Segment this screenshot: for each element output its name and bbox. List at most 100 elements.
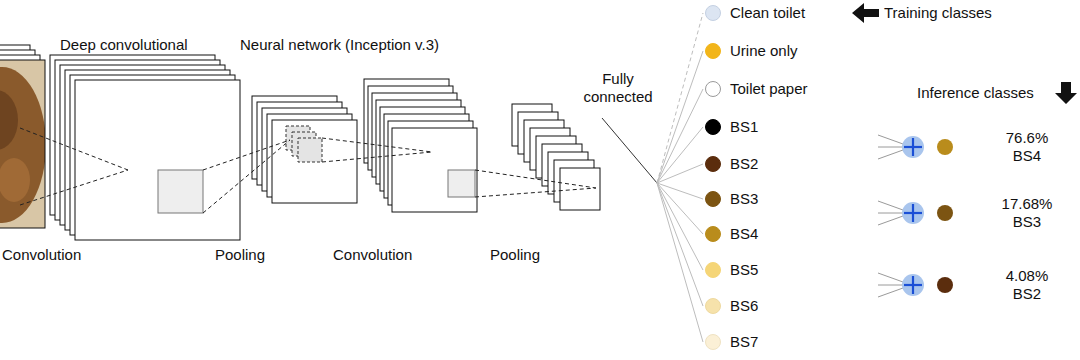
dot <box>706 44 721 59</box>
caption-label: Fully connected <box>578 70 658 106</box>
down-arrow <box>1055 82 1077 104</box>
class-dot <box>704 4 722 22</box>
dot <box>706 6 721 21</box>
inference-result: 4.08% BS2 <box>901 267 1059 303</box>
class-dot <box>704 42 722 60</box>
photo-frame <box>0 60 45 228</box>
class-item: Toilet paper <box>704 80 808 98</box>
input-line <box>878 135 903 144</box>
sum-circle <box>902 136 924 158</box>
projection-line <box>203 140 290 213</box>
layer-sheet <box>75 80 240 240</box>
dot <box>706 157 721 172</box>
probability-text: 17.68% BS3 <box>995 195 1059 231</box>
output-line <box>657 51 703 183</box>
class-dot <box>704 225 722 243</box>
input-line <box>878 201 903 210</box>
class-name: BS7 <box>730 333 758 351</box>
pooling-window <box>158 170 203 213</box>
class-item: BS5 <box>704 261 758 279</box>
layer-sheet <box>392 128 477 212</box>
stool-shape <box>0 67 45 223</box>
class-item: BS6 <box>704 297 758 315</box>
input-line <box>878 285 903 286</box>
class-dot <box>704 80 722 98</box>
caption-label: Deep convolutional <box>60 36 188 54</box>
projection-line <box>322 152 432 162</box>
dot <box>706 335 721 350</box>
pooling-window <box>448 170 475 197</box>
feature-map-stack <box>252 96 357 203</box>
projection-line <box>20 170 128 205</box>
class-dot <box>704 118 722 136</box>
input-line <box>878 273 903 282</box>
class-item: BS3 <box>704 190 758 208</box>
caption-label: Pooling <box>490 246 540 264</box>
inference-symbol <box>901 201 957 225</box>
plus-stroke <box>904 146 922 148</box>
class-name: Urine only <box>730 42 798 60</box>
output-line <box>657 183 703 306</box>
class-name: Clean toilet <box>730 4 805 22</box>
caption-label: Inference classes <box>917 84 1034 102</box>
dot <box>706 82 721 97</box>
plus-stroke <box>904 212 922 214</box>
class-name: BS6 <box>730 297 758 315</box>
kernels <box>158 126 475 213</box>
convolution-kernel <box>298 138 322 162</box>
fan-lines <box>657 13 903 342</box>
dot <box>706 299 721 314</box>
stool-highlight <box>0 158 30 202</box>
class-dot <box>704 190 722 208</box>
caption-label: Training classes <box>884 4 992 22</box>
class-name: BS4 <box>730 225 758 243</box>
class-name: BS5 <box>730 261 758 279</box>
class-item: Clean toilet <box>704 4 805 22</box>
caption-label: Neural network (Inception v.3) <box>240 36 439 54</box>
output-line <box>657 127 703 183</box>
output-line <box>657 183 703 270</box>
inference-result: 17.68% BS3 <box>901 195 1059 231</box>
input-line <box>878 216 903 225</box>
class-name: BS2 <box>730 155 758 173</box>
feature-map-stack <box>50 55 240 240</box>
dot <box>706 192 721 207</box>
dot <box>706 263 721 278</box>
class-item: BS4 <box>704 225 758 243</box>
fully-connected-pointer <box>602 118 657 183</box>
caption-label: Pooling <box>215 246 265 264</box>
output-line <box>657 164 703 183</box>
photo-background <box>0 60 45 228</box>
class-name: BS3 <box>730 190 758 208</box>
dot <box>706 120 721 135</box>
class-dot <box>704 261 722 279</box>
plus-stroke <box>904 284 922 286</box>
projection-line <box>475 188 596 197</box>
class-dot <box>937 139 953 155</box>
projection-line <box>203 140 290 170</box>
sum-circle <box>902 202 924 224</box>
class-item: BS1 <box>704 118 758 136</box>
inference-symbol <box>901 135 957 159</box>
sum-circle <box>902 274 924 296</box>
feature-map-stack <box>512 104 600 210</box>
probability-text: 4.08% BS2 <box>995 267 1059 303</box>
class-dot <box>704 333 722 351</box>
input-line <box>878 150 903 159</box>
projection-line <box>322 138 432 152</box>
inference-result: 76.6% BS4 <box>901 129 1059 165</box>
stool-shade <box>0 90 18 150</box>
input-photo <box>0 60 45 228</box>
caption-label: Convolution <box>333 246 412 264</box>
input-line <box>878 288 903 297</box>
class-item: Urine only <box>704 42 798 60</box>
projection-line <box>475 170 596 188</box>
output-line <box>657 89 703 183</box>
dot <box>706 227 721 242</box>
class-dot <box>937 205 953 221</box>
class-dot <box>937 277 953 293</box>
class-item: BS7 <box>704 333 758 351</box>
output-line <box>657 13 703 183</box>
